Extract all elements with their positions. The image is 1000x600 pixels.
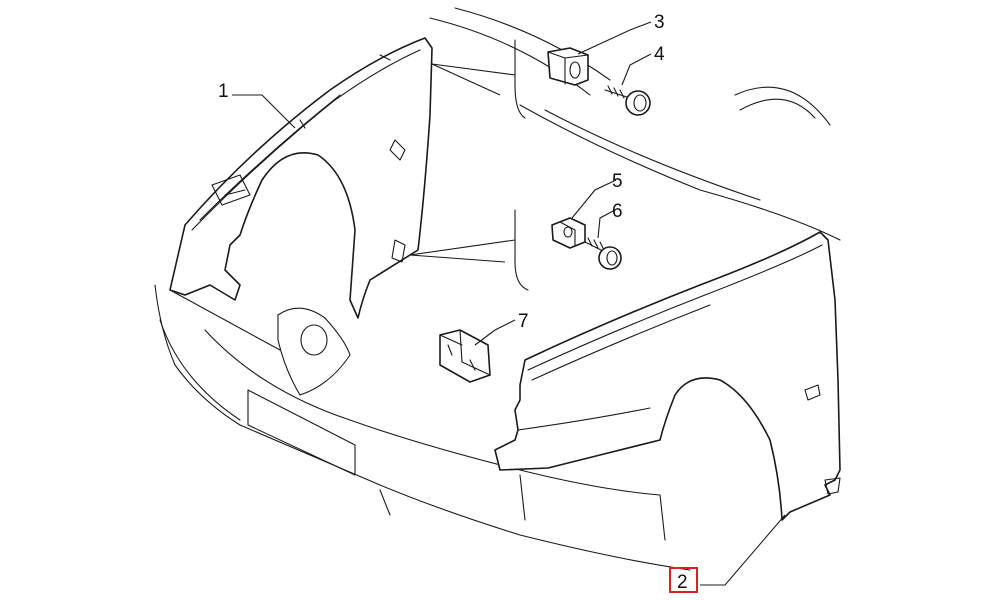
callout-label-2: 2 [677, 572, 688, 593]
clip-part-5 [551, 217, 586, 249]
callout-label-6: 6 [612, 201, 623, 222]
grille-badge [277, 307, 351, 396]
mounting-leaders [409, 63, 516, 263]
callout-label-3: 3 [654, 12, 665, 33]
highlight-box [669, 567, 698, 593]
right-front-fender [494, 231, 841, 521]
callout-label-4: 4 [654, 44, 665, 65]
bracket-part-7 [439, 329, 491, 383]
callout-labels: 1 3 4 5 6 7 2 [218, 12, 698, 593]
screw-part-6 [584, 237, 622, 270]
left-front-fender [169, 37, 433, 319]
clip-nut-part [547, 47, 589, 86]
car-body-outline [154, 7, 841, 571]
callout-label-1: 1 [218, 81, 229, 102]
callout-label-5: 5 [612, 171, 623, 192]
callout-leaders [232, 21, 786, 586]
screw-part-4 [604, 85, 651, 116]
callout-label-7: 7 [518, 311, 529, 332]
